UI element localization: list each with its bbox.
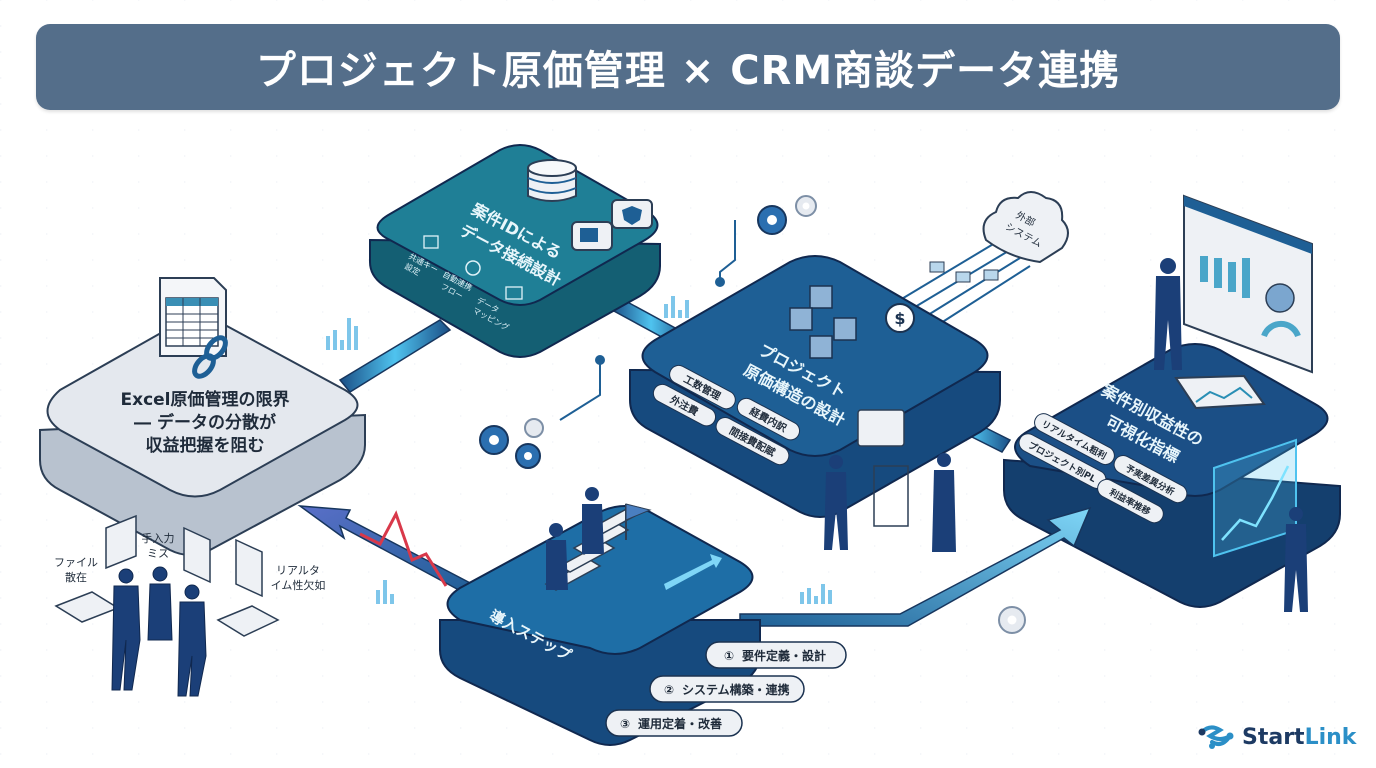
- broken-link-icon: [192, 335, 228, 379]
- problem-heading-line-2: ― データの分散が: [134, 412, 276, 433]
- step-number: ③: [620, 717, 630, 731]
- page-title: プロジェクト原価管理 × CRM商談データ連携: [255, 48, 1121, 94]
- brand-name: StartLink: [1242, 725, 1356, 750]
- signal-bars-decoration: [326, 296, 832, 604]
- analyst-figure: [1154, 258, 1182, 370]
- presentation-board-icon: [857, 409, 905, 447]
- confused-team-figures: [111, 566, 207, 697]
- problem-heading-line-1: Excel原価管理の限界: [120, 389, 289, 410]
- mapping-icon: [505, 286, 523, 300]
- server-icon: [571, 221, 613, 251]
- issue-label-line: ファイル: [54, 556, 98, 569]
- svg-text:$: $: [894, 309, 905, 328]
- gear-icon: [998, 606, 1026, 634]
- sync-icon: [465, 260, 481, 276]
- step-number: ①: [724, 649, 734, 663]
- gear-icon: [479, 418, 544, 469]
- dashboard-screen-icon: [1183, 194, 1313, 374]
- report-tablet-icon: [1174, 374, 1266, 410]
- issue-label-line: 手入力: [142, 531, 175, 545]
- step-number: ②: [664, 683, 674, 697]
- issue-label-line: リアルタ: [276, 564, 320, 577]
- brand-name-primary: Start: [1242, 724, 1305, 750]
- flag-icon: [625, 503, 652, 540]
- step-label: 要件定義・設計: [742, 648, 826, 663]
- step-label: システム構築・連携: [682, 682, 790, 697]
- presenter-figure: [1284, 507, 1308, 612]
- cost-tags: 工数管理 外注費 経費内訳 間接費配賦: [652, 364, 801, 466]
- cost-cubes-icon: [789, 285, 857, 359]
- connector-pipe-problem-to-datalink: [338, 319, 452, 393]
- gauge-icon: [1261, 320, 1301, 338]
- meeting-figures: [824, 409, 956, 552]
- problem-block: [39, 317, 366, 556]
- issue-label-line: ミス: [147, 547, 169, 560]
- progress-arrow-icon: [664, 554, 722, 590]
- startlink-logo-icon: [1198, 725, 1234, 749]
- security-shield-icon: [611, 199, 653, 229]
- volatility-line: [359, 510, 448, 587]
- spreadsheet-document-icon: [159, 277, 227, 357]
- step-pill: ① 要件定義・設計: [705, 641, 847, 669]
- data-packet-icons: [929, 261, 999, 283]
- problem-return-arrow: [297, 505, 478, 597]
- problem-heading-line-3: 収益把握を阻む: [146, 435, 265, 456]
- growth-arrow: [739, 506, 1092, 627]
- climbing-figures: [546, 487, 604, 590]
- pie-chart-icon: [1265, 283, 1295, 313]
- brand-name-accent: Link: [1304, 724, 1357, 750]
- issue-label-line: イム性欠如: [271, 578, 326, 592]
- external-system-cloud-icon: 外部 システム: [982, 191, 1069, 264]
- holographic-growth-chart: [1213, 438, 1297, 558]
- step-label: 運用定着・改善: [638, 716, 722, 731]
- step-pill: ③ 運用定着・改善: [605, 709, 743, 737]
- dollar-coin-icon: $: [885, 303, 915, 333]
- step-pill: ② システム構築・連携: [649, 675, 805, 703]
- brand-logo: StartLink: [1196, 722, 1356, 752]
- document-icon: [423, 235, 439, 249]
- scattered-spreadsheet-icons: [54, 514, 280, 637]
- issue-label-line: 散在: [65, 570, 87, 584]
- scaffold-frame: [873, 465, 909, 527]
- database-icon: [527, 159, 577, 202]
- title-banner: プロジェクト原価管理 × CRM商談データ連携: [36, 24, 1340, 110]
- gear-icon: [757, 195, 817, 235]
